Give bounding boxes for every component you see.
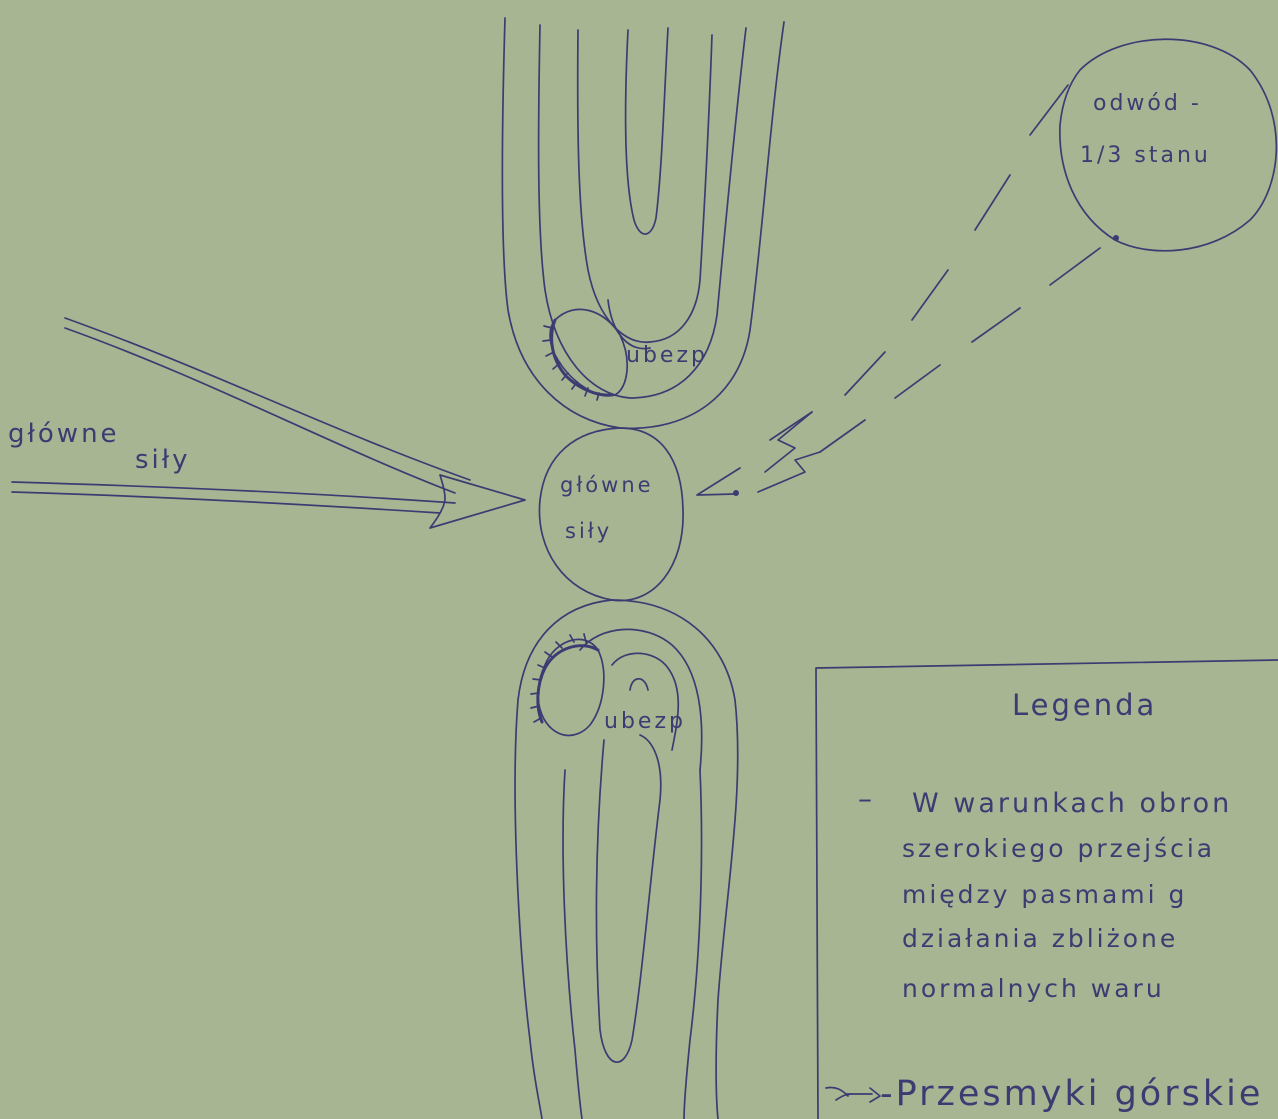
lower-ridge-outer-contour-right	[612, 600, 738, 1119]
lower-security-label: ubezp	[604, 709, 686, 734]
lower-ridge-contour-3	[684, 770, 702, 1119]
upper-security-shape	[550, 309, 627, 395]
reserve-arrow-zigzag-2	[758, 452, 820, 492]
main-forces-circle	[539, 428, 683, 601]
reserve-arrow-dashes-lower	[820, 248, 1100, 452]
reserve-label-line2: 1/3 stanu	[1080, 143, 1211, 168]
lower-ridge-contour-5	[612, 653, 678, 750]
arrow-shaft-upper-2	[65, 328, 455, 493]
lower-ridge	[515, 600, 738, 1119]
reserve-label-line1: odwód -	[1093, 91, 1202, 116]
legend-line-2: szerokiego przejścia	[902, 834, 1215, 863]
arrow-shaft-lower-2	[12, 492, 440, 513]
reserve-arrow-zigzag	[765, 412, 812, 472]
upper-security-label: ubezp	[626, 343, 708, 368]
legend-bullet: –	[858, 782, 875, 815]
main-forces-center-label-2: siły	[565, 519, 612, 543]
lower-security-hatch-line	[538, 646, 598, 722]
upper-security-detachment	[543, 309, 627, 400]
arrow-head	[430, 475, 525, 528]
main-forces-center-label-1: główne	[560, 473, 654, 497]
reserve-circle-dot	[1113, 235, 1119, 241]
reserve-arrow-head	[697, 468, 740, 495]
arrow-shaft-lower	[12, 482, 455, 503]
upper-ridge-inner-contour	[608, 300, 650, 349]
legend-line-1: W warunkach obron	[912, 788, 1232, 819]
legend-line-5: normalnych waru	[902, 974, 1165, 1003]
arrow-shaft-upper	[65, 318, 470, 480]
mountain-pass-symbol-glyph	[826, 1087, 880, 1102]
main-forces-left-label-2: siły	[135, 445, 191, 475]
legend-line-3: między pasmami g	[902, 880, 1187, 909]
lower-security-detachment	[531, 634, 604, 735]
lower-ridge-contour-2	[563, 770, 582, 1119]
lower-ridge-inner-peak	[630, 679, 648, 690]
lower-ridge-inner-tongue	[597, 735, 661, 1062]
mountain-pass-symbol	[826, 1087, 880, 1102]
reserve-counterattack-arrow	[697, 85, 1100, 496]
upper-security-hatch-line	[552, 320, 610, 395]
main-forces-left-label-1: główne	[8, 419, 120, 449]
upper-ridge-contour-4	[626, 28, 668, 234]
legend-box: Legenda – W warunkach obron szerokiego p…	[816, 660, 1278, 1119]
reserve-arrow-head-dot	[733, 490, 739, 496]
legend-line-4: działania zbliżone	[902, 924, 1178, 953]
legend-pass-label: -Przesmyki górskie	[880, 1074, 1263, 1114]
upper-ridge-contour-3	[578, 30, 712, 342]
reserve-arrow-dashes-upper	[770, 85, 1068, 440]
legend-title: Legenda	[1012, 688, 1157, 722]
